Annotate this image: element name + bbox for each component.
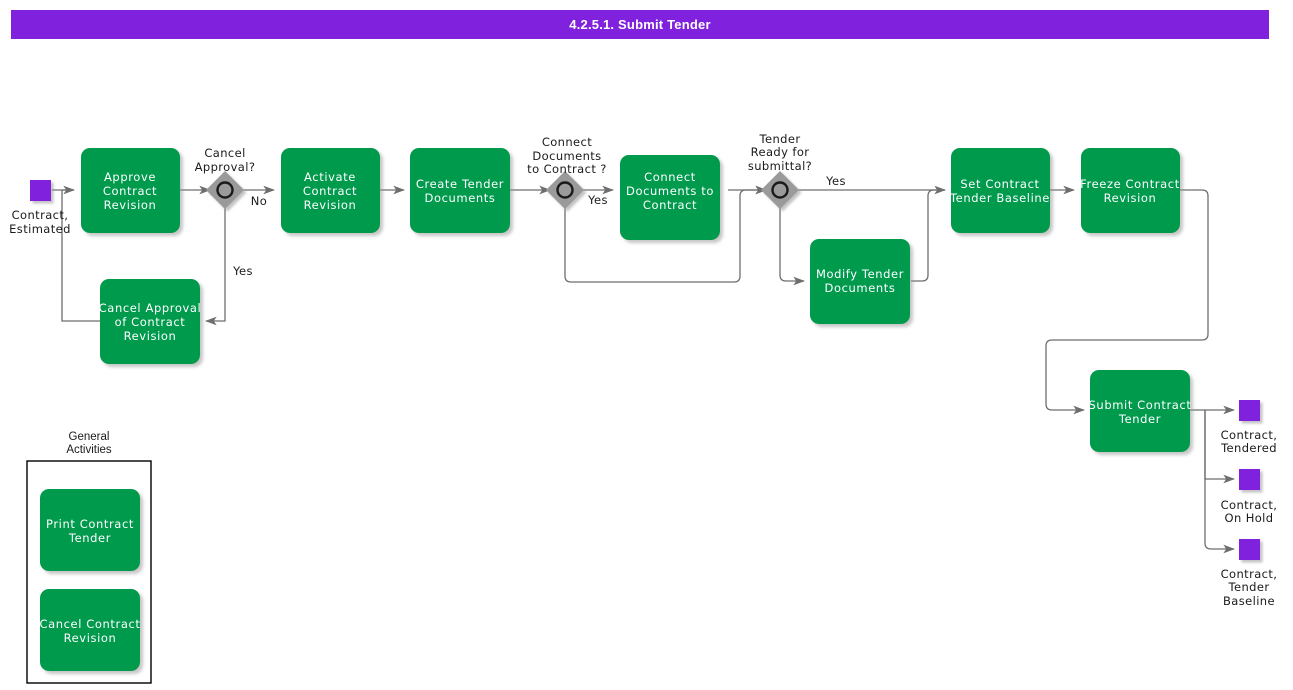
- activity-label-line: Revision: [64, 631, 117, 645]
- end-event-label-line: On Hold: [1225, 511, 1274, 525]
- activity-label-line: Approve: [104, 170, 156, 184]
- activity-label-line: Create Tender: [416, 177, 504, 191]
- gateway-label-line: Documents: [532, 149, 601, 163]
- activity-label-line: Activate: [304, 170, 356, 184]
- activity-modify-tender-documents[interactable]: Modify Tender Documents: [810, 239, 910, 324]
- edge-tenderready-no-to-modify: [779, 206, 805, 286]
- group-title-line: General: [69, 431, 110, 443]
- activity-label-line: Submit Contract: [1089, 398, 1192, 412]
- activity-label-line: Cancel Approval: [99, 301, 202, 315]
- activity-activate-contract-revision[interactable]: Activate Contract Revision: [281, 148, 380, 233]
- end-event-label-line: Contract,: [1221, 567, 1278, 581]
- edge-label-tender-ready-yes: Yes: [825, 174, 846, 188]
- activity-label-line: Print Contract: [46, 517, 134, 531]
- edge-connect-gw-no-bypass: [564, 185, 767, 283]
- activity-label-line: Revision: [124, 329, 177, 343]
- activity-label-line: Contract: [303, 184, 357, 198]
- edge-modify-back-to-mainline: [911, 189, 945, 282]
- activity-cancel-approval-of-contract-revision[interactable]: Cancel Approval of Contract Revision: [99, 279, 202, 364]
- activity-submit-contract-tender[interactable]: Submit Contract Tender: [1089, 370, 1192, 452]
- gateway-label-line: Cancel: [204, 146, 245, 160]
- group-general-activities: General Activities Print Contract Tender…: [26, 431, 152, 684]
- activity-freeze-contract-revision[interactable]: Freeze Contract Revision: [1080, 148, 1180, 233]
- gateway-label-line: Connect: [542, 135, 592, 149]
- end-event-label-line: Baseline: [1223, 594, 1275, 608]
- gateway-label-line: Ready for: [751, 145, 810, 159]
- activity-label-line: Revision: [104, 198, 157, 212]
- start-event-label-line2: Estimated: [9, 222, 71, 236]
- edge-label-cancel-approval-no: No: [251, 194, 267, 208]
- page-title: 4.2.5.1. Submit Tender: [569, 17, 711, 32]
- edge-freeze-to-submit: [1045, 189, 1209, 415]
- edge-cancelapproval-to-approve: [61, 189, 100, 322]
- activity-label-line: Tender: [1118, 412, 1161, 426]
- activity-label-line: Documents: [425, 191, 496, 205]
- gateway-label-line: Tender: [759, 132, 801, 146]
- activity-approve-contract-revision[interactable]: Approve Contract Revision: [81, 148, 180, 233]
- activity-label-line: Modify Tender: [816, 267, 904, 281]
- activity-label-line: of Contract: [115, 315, 186, 329]
- start-event-contract-estimated[interactable]: Contract, Estimated: [9, 180, 71, 236]
- activity-create-tender-documents[interactable]: Create Tender Documents: [410, 148, 510, 233]
- activity-label-line: Tender Baseline: [949, 191, 1050, 205]
- gateway-label-line: submittal?: [748, 159, 812, 173]
- activity-connect-documents-to-contract[interactable]: Connect Documents to Contract: [620, 155, 720, 240]
- activity-label-line: Contract: [103, 184, 157, 198]
- end-event-label-line: Tendered: [1220, 441, 1277, 455]
- activity-label-line: Set Contract: [960, 177, 1039, 191]
- gateway-label-line: Approval?: [195, 160, 256, 174]
- end-event-label-line: Tender: [1228, 580, 1270, 594]
- edge-label-connect-documents-yes: Yes: [587, 193, 608, 207]
- end-event-contract-on-hold[interactable]: Contract, On Hold: [1221, 469, 1278, 525]
- activity-set-contract-tender-baseline[interactable]: Set Contract Tender Baseline: [949, 148, 1050, 233]
- gateway-label-line: to Contract ?: [527, 162, 607, 176]
- activity-label-line: Connect: [644, 170, 696, 184]
- end-event-contract-tendered[interactable]: Contract, Tendered: [1220, 400, 1277, 455]
- start-event-label-line1: Contract,: [12, 208, 69, 222]
- connectors: [52, 185, 1235, 554]
- gateway-cancel-approval[interactable]: Cancel Approval?: [195, 146, 256, 209]
- activity-label-line: Revision: [304, 198, 357, 212]
- end-event-label-line: Contract,: [1221, 498, 1278, 512]
- gateway-connect-documents-to-contract-q[interactable]: Connect Documents to Contract ?: [527, 135, 607, 209]
- activity-label-line: Contract: [643, 198, 697, 212]
- activity-label-line: Cancel Contract: [39, 617, 140, 631]
- edge-label-cancel-approval-yes: Yes: [232, 264, 253, 278]
- end-event-contract-tender-baseline[interactable]: Contract, Tender Baseline: [1221, 539, 1278, 608]
- edge-submit-to-tenderbaseline: [1204, 410, 1235, 554]
- group-title-line: Activities: [66, 444, 112, 456]
- activity-label-line: Documents: [825, 281, 896, 295]
- activity-label-line: Tender: [68, 531, 111, 545]
- gateway-tender-ready-for-submittal[interactable]: Tender Ready for submittal?: [748, 132, 812, 209]
- page-title-bar: 4.2.5.1. Submit Tender: [11, 10, 1269, 39]
- edge-cancelapproval-yes-to-cancelbox: [205, 205, 226, 326]
- activity-print-contract-tender[interactable]: Print Contract Tender: [40, 489, 140, 571]
- activity-label-line: Freeze Contract: [1080, 177, 1180, 191]
- activity-label-line: Documents to: [626, 184, 714, 198]
- activity-cancel-contract-revision[interactable]: Cancel Contract Revision: [39, 589, 140, 671]
- activity-label-line: Revision: [1104, 191, 1157, 205]
- end-event-label-line: Contract,: [1221, 428, 1278, 442]
